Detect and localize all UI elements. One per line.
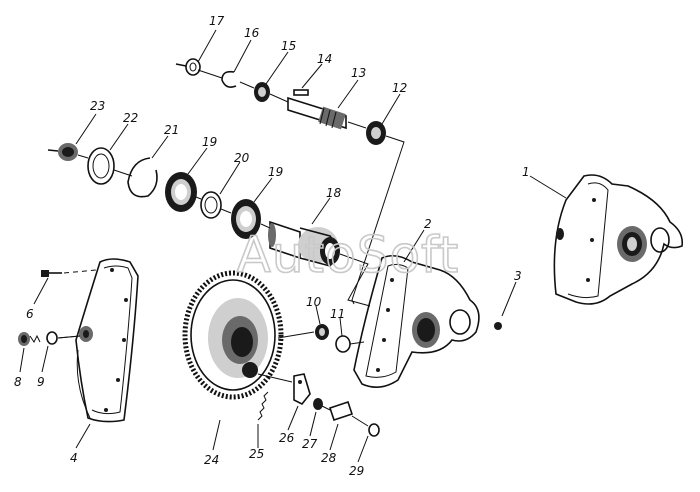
- callout-labels: 1 2 3 4 6 8 9 10 11 12 13 14 15 16 17 18…: [14, 14, 530, 478]
- callout-1: 1: [522, 165, 530, 179]
- callout-4: 4: [70, 451, 78, 465]
- callout-26: 26: [279, 431, 295, 445]
- part-26-bracket: [293, 373, 311, 406]
- part-17-washer: [175, 58, 201, 76]
- part-29-nut: [368, 423, 380, 437]
- callout-19-upper: 19: [202, 135, 217, 149]
- callout-25: 25: [249, 447, 264, 461]
- part-21-snap-ring: [127, 157, 158, 198]
- callout-13: 13: [351, 66, 366, 80]
- part-18-shaft: [268, 220, 340, 267]
- callout-22: 22: [123, 111, 138, 125]
- callout-11: 11: [330, 307, 345, 321]
- part-16-circlip: [221, 70, 237, 88]
- callout-2: 2: [424, 217, 432, 231]
- part-25-spring: [257, 391, 269, 421]
- part-27-washer: [313, 398, 323, 410]
- part-11-washer: [335, 335, 351, 353]
- leader-lines: [19, 29, 567, 463]
- part-24-gear: [182, 270, 284, 400]
- part-4-cover: [75, 258, 139, 423]
- callout-16: 16: [244, 26, 260, 40]
- callout-29: 29: [349, 464, 364, 478]
- part-13-shaft: [287, 96, 347, 130]
- callout-23: 23: [90, 99, 105, 113]
- callout-3: 3: [514, 269, 522, 283]
- part-15-bearing: [254, 82, 270, 102]
- part-12-bearing: [366, 121, 386, 145]
- callout-17: 17: [209, 14, 225, 28]
- callout-28: 28: [321, 451, 337, 465]
- callout-18: 18: [326, 186, 342, 200]
- part-23-nut: [47, 143, 78, 161]
- part-28-pin: [328, 400, 354, 422]
- callout-27: 27: [302, 437, 318, 451]
- callout-10: 10: [306, 295, 322, 309]
- part-14-key: [293, 89, 309, 96]
- part-8-plug: [18, 332, 41, 346]
- part-6-bolt: [41, 269, 97, 277]
- callout-12: 12: [392, 81, 407, 95]
- callout-24: 24: [204, 453, 219, 467]
- callout-19-lower: 19: [268, 165, 283, 179]
- callout-15: 15: [281, 39, 296, 53]
- callout-9: 9: [37, 375, 45, 389]
- callout-6: 6: [26, 307, 34, 321]
- part-19-bearing-b: [231, 199, 261, 239]
- part-3-nut: [494, 322, 502, 330]
- callout-20: 20: [234, 151, 250, 165]
- watermark-text: AutoSoft: [237, 226, 460, 284]
- part-10-bearing: [315, 324, 329, 340]
- callout-8: 8: [14, 375, 22, 389]
- part-19-bearing-a: [165, 172, 197, 212]
- part-22-seal: [87, 147, 115, 185]
- part-2-housing: [353, 254, 480, 388]
- callout-21: 21: [164, 123, 179, 137]
- callout-14: 14: [317, 52, 332, 66]
- assembly-lines: [57, 69, 405, 427]
- part-1-housing-cover: [553, 174, 684, 305]
- part-20-spacer: [200, 191, 222, 219]
